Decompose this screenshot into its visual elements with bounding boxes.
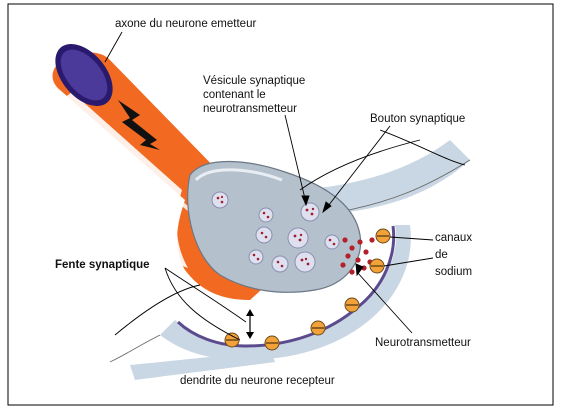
- channel: [311, 321, 325, 335]
- label-vesicule-2: contenant le: [203, 89, 266, 101]
- vesicle: [212, 192, 228, 208]
- label-dendrite: dendrite du neurone recepteur: [180, 375, 335, 387]
- channel: [376, 229, 390, 243]
- vesicle: [272, 256, 288, 272]
- channel: [345, 298, 359, 312]
- label-axone: axone du neurone emetteur: [115, 18, 256, 30]
- vesicle: [259, 208, 273, 222]
- vesicle-fusing: [325, 235, 339, 249]
- vesicle: [288, 228, 308, 248]
- label-neurotransmetteur: Neurotransmetteur: [375, 337, 471, 349]
- label-canaux-3: sodium: [435, 266, 472, 278]
- label-bouton: Bouton synaptique: [370, 113, 465, 125]
- label-vesicule-1: Vésicule synaptique: [203, 75, 305, 87]
- label-fente: Fente synaptique: [55, 259, 150, 271]
- vesicle: [301, 203, 319, 221]
- label-canaux-2: de: [435, 249, 448, 261]
- channel: [370, 259, 384, 273]
- label-canaux-1: canaux: [435, 232, 472, 244]
- channel: [225, 333, 239, 347]
- cleft-arrow: [246, 309, 254, 339]
- vesicle: [256, 227, 272, 243]
- channel: [265, 336, 279, 350]
- label-vesicule-3: neurotransmetteur: [203, 103, 297, 115]
- vesicle: [295, 252, 315, 272]
- vesicle: [249, 250, 263, 264]
